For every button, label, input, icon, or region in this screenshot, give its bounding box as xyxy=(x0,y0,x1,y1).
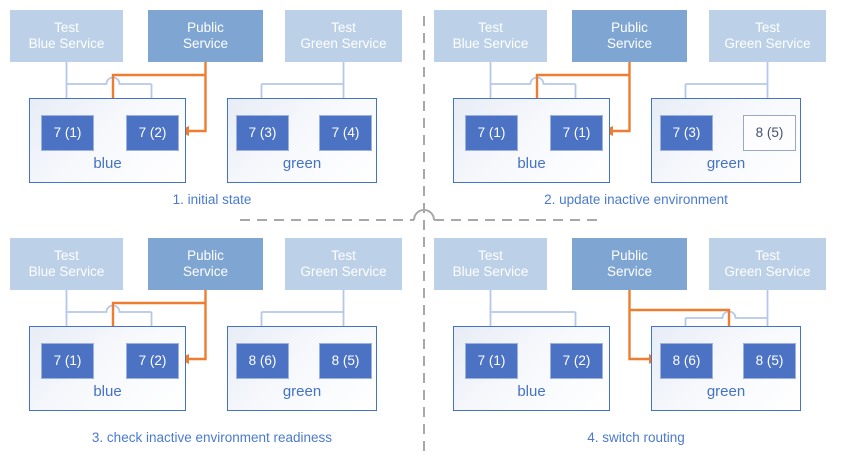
service-label-line: Public xyxy=(611,20,648,35)
public-service-box: Public Service xyxy=(572,238,687,290)
blue-environment-box: 7 (1) 7 (2) blue xyxy=(29,326,186,411)
pod-replica: 8 (6) xyxy=(236,343,289,379)
panel-update-inactive-environment: Test Blue Service Public Service Test Gr… xyxy=(424,0,848,228)
pod-replica: 7 (3) xyxy=(660,115,713,151)
service-label-line: Green Service xyxy=(724,264,811,279)
pod-replica: 7 (3) xyxy=(236,115,289,151)
pod-replica: 7 (1) xyxy=(465,343,518,379)
green-environment-box: 7 (3) 7 (4) green xyxy=(227,98,377,183)
environment-label: blue xyxy=(517,155,546,172)
service-label-line: Service xyxy=(606,264,652,279)
pod-replica: 8 (5) xyxy=(743,115,796,151)
test-blue-service-box: Test Blue Service xyxy=(434,10,547,62)
pod-replica: 7 (4) xyxy=(319,115,372,151)
panel-title: 3. check inactive environment readiness xyxy=(91,430,333,445)
service-label-line: Test xyxy=(478,248,503,263)
public-service-box: Public Service xyxy=(148,238,263,290)
pod-replica: 8 (6) xyxy=(660,343,713,379)
public-service-box: Public Service xyxy=(148,10,263,62)
service-label-line: Blue Service xyxy=(28,36,105,51)
panel-title: 4. switch routing xyxy=(587,430,685,445)
test-blue-service-box: Test Blue Service xyxy=(434,238,547,290)
service-label-line: Test xyxy=(54,248,79,263)
test-blue-service-box: Test Blue Service xyxy=(10,10,123,62)
service-label-line: Service xyxy=(182,36,228,51)
green-environment-box: 8 (6) 8 (5) green xyxy=(651,326,801,411)
green-environment-box: 8 (6) 8 (5) green xyxy=(227,326,377,411)
environment-label: green xyxy=(282,383,322,400)
pod-replica: 7 (1) xyxy=(550,115,603,151)
pod-replica: 8 (5) xyxy=(319,343,372,379)
panel-title: 2. update inactive environment xyxy=(544,192,728,207)
service-label-line: Public xyxy=(187,20,224,35)
environment-label: blue xyxy=(93,155,122,172)
service-label-line: Blue Service xyxy=(28,264,105,279)
pod-replica: 7 (2) xyxy=(550,343,603,379)
test-green-service-box: Test Green Service xyxy=(709,238,826,290)
public-service-box: Public Service xyxy=(572,10,687,62)
test-green-service-box: Test Green Service xyxy=(285,10,402,62)
environment-label: green xyxy=(706,155,746,172)
service-label-line: Public xyxy=(611,248,648,263)
panel-title: 1. initial state xyxy=(172,192,252,207)
panel-switch-routing: Test Blue Service Public Service Test Gr… xyxy=(424,228,848,456)
pod-replica: 7 (1) xyxy=(41,343,94,379)
environment-label: blue xyxy=(93,383,122,400)
environment-label: green xyxy=(282,155,322,172)
pod-replica: 8 (5) xyxy=(743,343,796,379)
service-label-line: Service xyxy=(606,36,652,51)
service-label-line: Green Service xyxy=(300,36,387,51)
service-label-line: Public xyxy=(187,248,224,263)
blue-environment-box: 7 (1) 7 (2) blue xyxy=(29,98,186,183)
service-label-line: Green Service xyxy=(300,264,387,279)
pod-replica: 7 (1) xyxy=(41,115,94,151)
green-environment-box: 7 (3) 8 (5) green xyxy=(651,98,801,183)
test-green-service-box: Test Green Service xyxy=(285,238,402,290)
panel-check-inactive-environment-readiness: Test Blue Service Public Service Test Gr… xyxy=(0,228,424,456)
service-label-line: Test xyxy=(755,248,780,263)
test-blue-service-box: Test Blue Service xyxy=(10,238,123,290)
service-label-line: Test xyxy=(54,20,79,35)
environment-label: green xyxy=(706,383,746,400)
service-label-line: Test xyxy=(331,248,356,263)
blue-environment-box: 7 (1) 7 (2) blue xyxy=(453,326,610,411)
service-label-line: Green Service xyxy=(724,36,811,51)
service-label-line: Test xyxy=(755,20,780,35)
pod-replica: 7 (2) xyxy=(126,115,179,151)
panel-initial-state: Test Blue Service Public Service Test Gr… xyxy=(0,0,424,228)
blue-environment-box: 7 (1) 7 (1) blue xyxy=(453,98,610,183)
service-label-line: Test xyxy=(331,20,356,35)
service-label-line: Blue Service xyxy=(452,264,529,279)
service-label-line: Blue Service xyxy=(452,36,529,51)
service-label-line: Test xyxy=(478,20,503,35)
service-label-line: Service xyxy=(182,264,228,279)
test-green-service-box: Test Green Service xyxy=(709,10,826,62)
pod-replica: 7 (2) xyxy=(126,343,179,379)
pod-replica: 7 (1) xyxy=(465,115,518,151)
environment-label: blue xyxy=(517,383,546,400)
